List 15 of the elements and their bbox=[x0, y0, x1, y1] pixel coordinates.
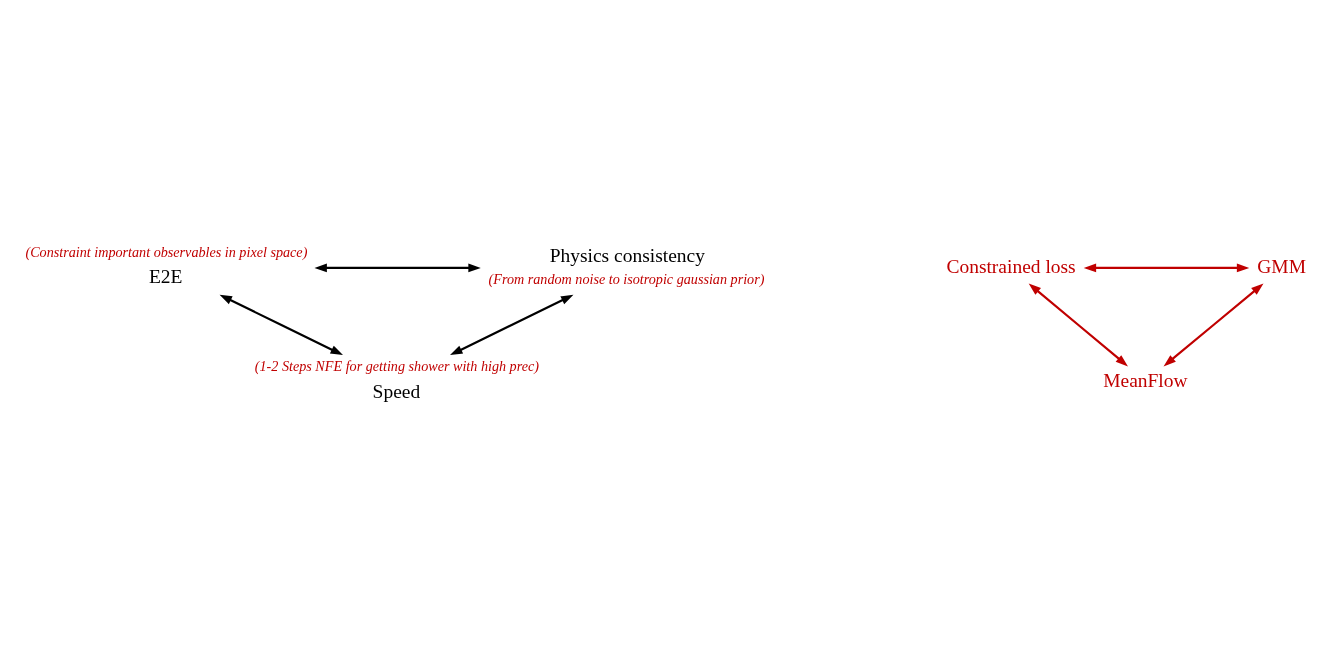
node-text: Speed bbox=[372, 380, 421, 402]
node-text: Physics consistency bbox=[549, 245, 705, 267]
arrow bbox=[1083, 263, 1250, 273]
node-label: (From random noise to isotropic gaussian prior) bbox=[488, 270, 765, 287]
node-label: (1-2 Steps NFE for getting shower with high prec) bbox=[254, 358, 539, 375]
arrow bbox=[314, 263, 481, 273]
arrow bbox=[219, 294, 343, 356]
node-label: (Constraint important observables in pixel space) bbox=[25, 244, 308, 261]
node-text: E2E bbox=[148, 266, 183, 288]
arrow bbox=[1028, 283, 1128, 367]
node-text: MeanFlow bbox=[1103, 370, 1188, 392]
arrow bbox=[450, 294, 574, 356]
arrow bbox=[1163, 283, 1264, 367]
node-text: Constrained loss bbox=[946, 255, 1076, 277]
node-text: GMM bbox=[1257, 255, 1306, 277]
